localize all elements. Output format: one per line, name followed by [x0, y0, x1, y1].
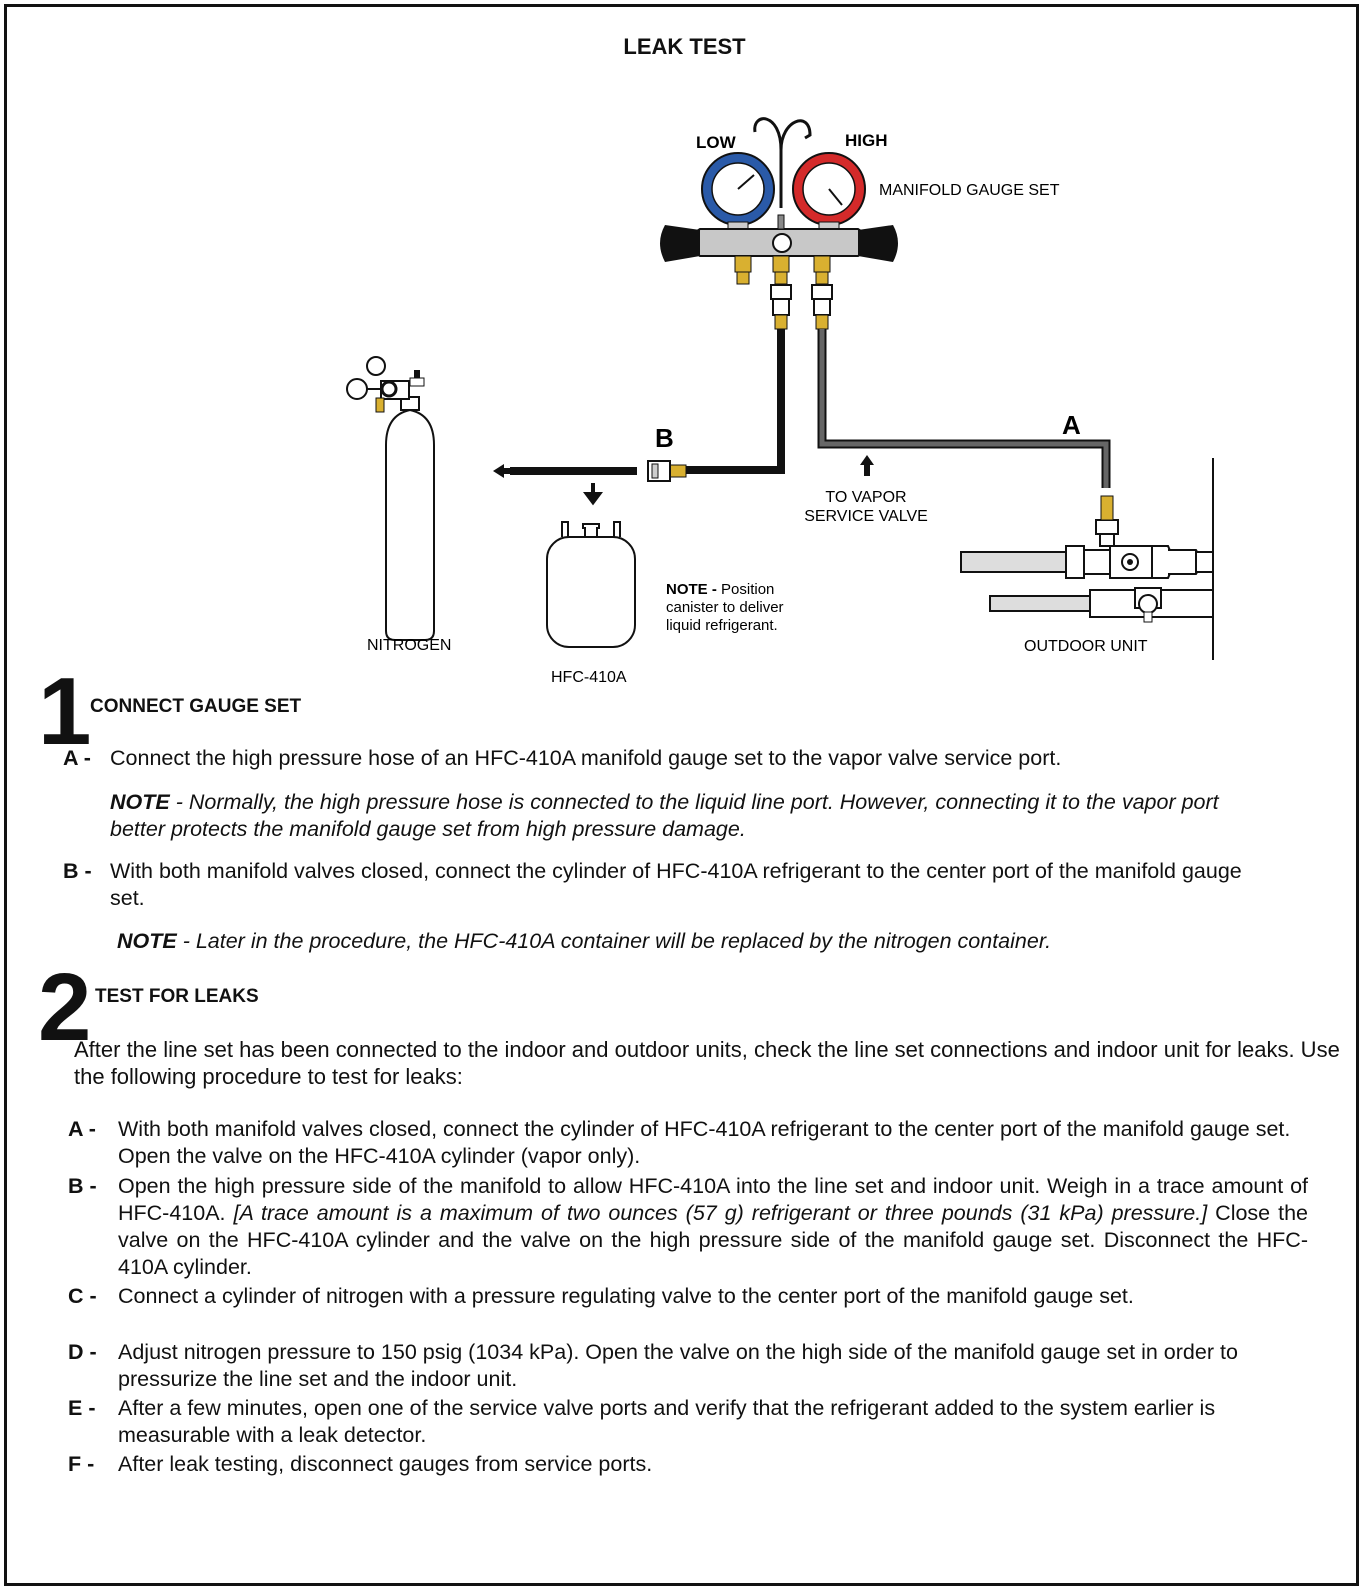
item-text-part1: Open the high pressure side of the manif… [118, 1174, 1308, 1225]
item-letter: A - [68, 1117, 96, 1141]
manifold-body [660, 214, 898, 262]
arrow-left-icon [493, 464, 504, 478]
item-letter: A - [63, 746, 91, 770]
step-2-number: 2 [38, 954, 92, 1061]
item-text: After leak testing, disconnect gauges fr… [118, 1452, 653, 1476]
low-label: LOW [696, 133, 737, 152]
note-bold: NOTE [117, 929, 177, 953]
to-vapor-label-line2: SERVICE VALVE [804, 508, 928, 525]
item-text-part2: Close the valve on the HFC-410A cylinder… [118, 1201, 1308, 1279]
diagram-note-line2: canister to deliver [666, 599, 784, 616]
item-letter: F - [68, 1452, 95, 1476]
step-2-item-d: D - Adjust nitrogen pressure to 150 psig… [68, 1339, 1308, 1393]
step-1-item-a: A - Connect the high pressure hose of an… [63, 745, 1293, 772]
item-text: Open the high pressure side of the manif… [68, 1173, 1308, 1281]
diagram-note-line3: liquid refrigerant. [666, 617, 778, 634]
step-2-item-e: E - After a few minutes, open one of the… [68, 1395, 1308, 1449]
item-text-italic: [A trace amount is a maximum of two ounc… [233, 1201, 1208, 1225]
item-text: With both manifold valves closed, connec… [110, 859, 1242, 910]
step-2-intro: After the line set has been connected to… [74, 1037, 1340, 1089]
high-pressure-gauge [792, 152, 866, 233]
center-hose [685, 329, 785, 474]
nitrogen-label: NITROGEN [367, 637, 451, 654]
item-text: After a few minutes, open one of the ser… [118, 1396, 1216, 1447]
low-pressure-gauge [701, 152, 775, 233]
label-b: B [655, 423, 674, 453]
step-1-title: CONNECT GAUGE SET [90, 696, 302, 717]
note-bold: NOTE [110, 790, 170, 814]
outdoor-unit [960, 458, 1214, 660]
step-1-note-a: NOTE - Normally, the high pressure hose … [110, 789, 1270, 843]
manifold-ports [734, 255, 833, 330]
note-text: - Later in the procedure, the HFC-410A c… [176, 929, 1052, 953]
high-label: HIGH [845, 131, 888, 150]
step-2-item-f: F - After leak testing, disconnect gauge… [68, 1451, 1308, 1478]
step-1-number: 1 [38, 658, 92, 765]
item-letter: E - [68, 1396, 96, 1420]
step-1-note-b: NOTE - Later in the procedure, the HFC-4… [117, 928, 1317, 955]
step-2-item-b: B - Open the high pressure side of the m… [68, 1173, 1308, 1281]
diagram-note-text1: Position [717, 581, 775, 598]
item-letter: C - [68, 1284, 97, 1308]
page-title: LEAK TEST [623, 34, 746, 59]
nitrogen-cylinder [346, 356, 435, 641]
item-letter: B - [68, 1174, 97, 1198]
item-text: With both manifold valves closed, connec… [118, 1117, 1291, 1168]
step-2-title: TEST FOR LEAKS [95, 986, 259, 1007]
diagram-note-bold: NOTE - [666, 581, 717, 598]
item-text: Adjust nitrogen pressure to 150 psig (10… [118, 1340, 1238, 1391]
item-letter: D - [68, 1340, 97, 1364]
label-a: A [1062, 410, 1081, 440]
manifold-label: MANIFOLD GAUGE SET [879, 182, 1060, 199]
hose-b-fitting [647, 460, 687, 482]
item-text: Connect the high pressure hose of an HFC… [110, 746, 1062, 770]
hfc-label: HFC-410A [551, 669, 627, 686]
outdoor-unit-label: OUTDOOR UNIT [1024, 638, 1148, 655]
to-vapor-label-line1: TO VAPOR [825, 489, 906, 506]
diagram-note-line1: NOTE - Position [666, 581, 774, 598]
step-1-item-b: B - With both manifold valves closed, co… [63, 858, 1293, 912]
arrow-up-icon [860, 455, 874, 476]
arrow-down-icon [583, 483, 603, 506]
step-2-item-a: A - With both manifold valves closed, co… [68, 1116, 1308, 1170]
note-text: - Normally, the high pressure hose is co… [110, 790, 1219, 841]
step-2-item-c: C - Connect a cylinder of nitrogen with … [68, 1283, 1308, 1310]
item-text: Connect a cylinder of nitrogen with a pr… [118, 1284, 1134, 1308]
page-frame [4, 4, 1359, 1586]
hfc-canister [546, 521, 636, 648]
leak-test-diagram: LOW HIGH MANIFOLD GAUGE SET A B TO VAPOR… [346, 117, 1214, 686]
item-letter: B - [63, 859, 92, 883]
manifold-hook-left [753, 117, 783, 151]
